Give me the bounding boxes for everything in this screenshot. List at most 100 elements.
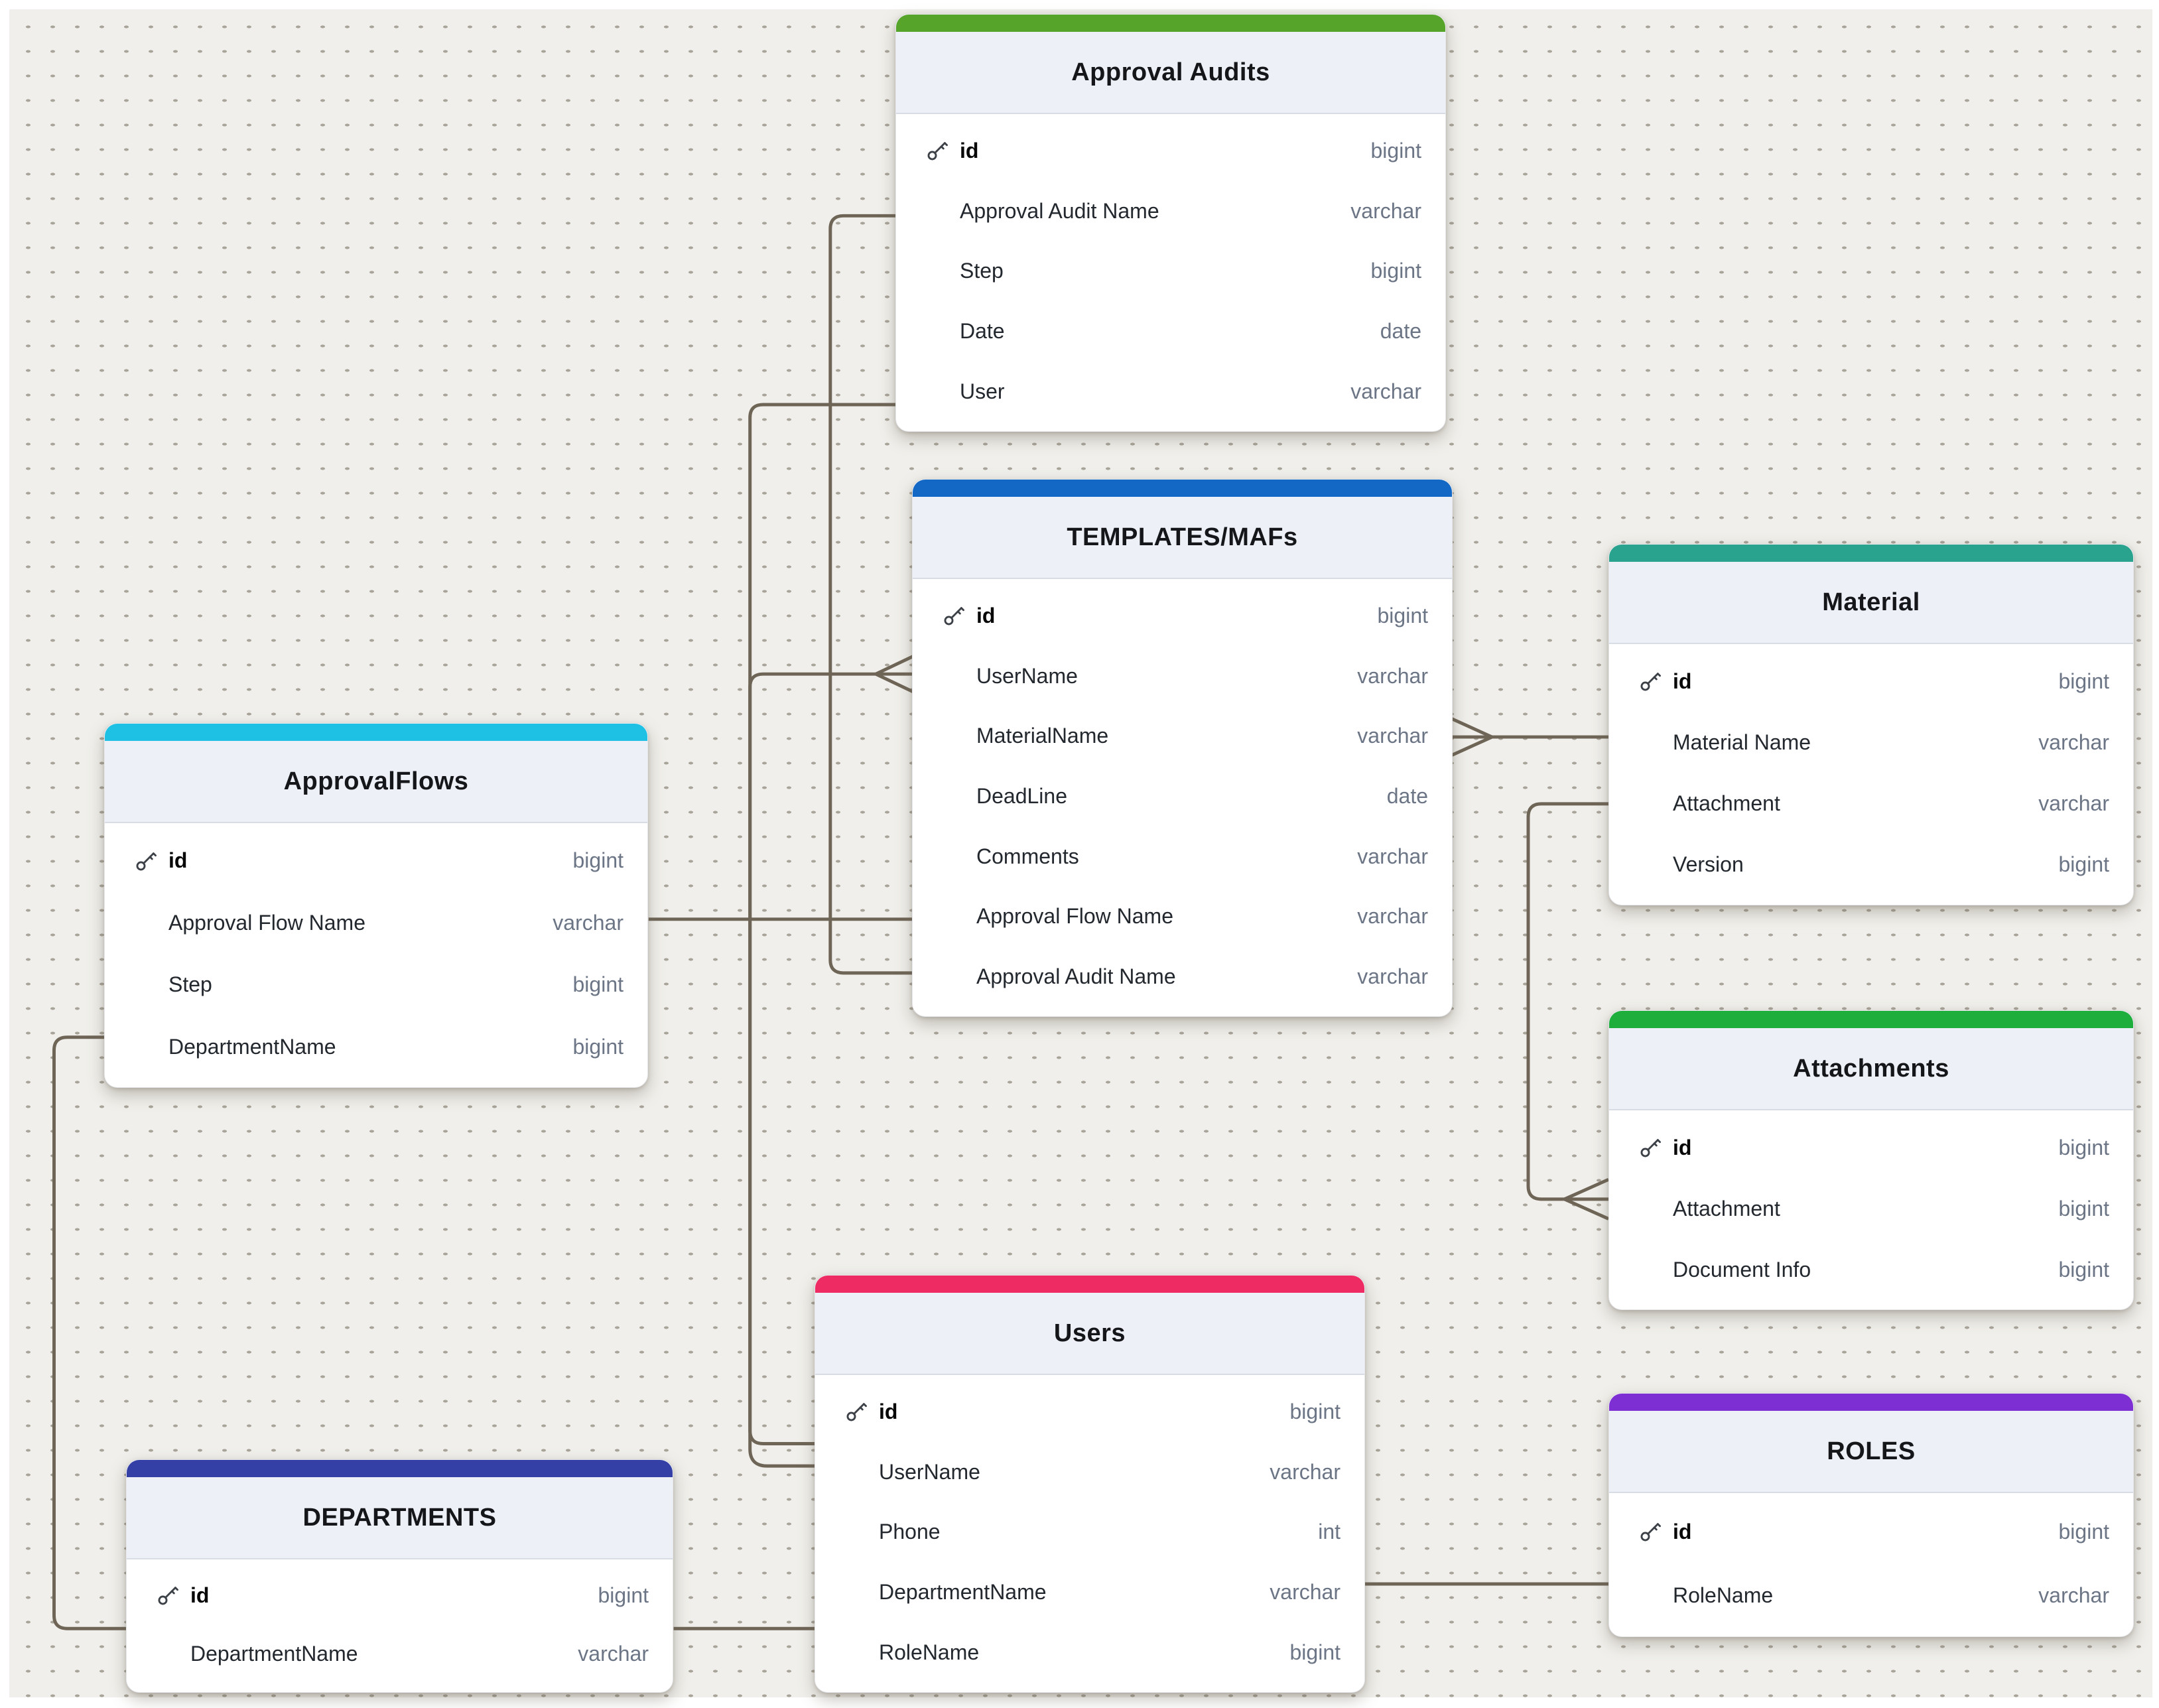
key-icon: [158, 1587, 178, 1605]
table-title-approval-audits: Approval Audits: [896, 32, 1445, 114]
field-name: Step: [168, 972, 212, 997]
relationship-line: [875, 653, 918, 676]
field-row-users-username[interactable]: UserName varchar: [815, 1442, 1364, 1502]
field-name: Attachment: [1673, 791, 1780, 816]
field-type: varchar: [1350, 379, 1421, 404]
relationship-approvalflows-departmentname--departments-departmentname[interactable]: [52, 1035, 139, 1630]
key-icon: [1640, 673, 1661, 691]
relationship-templates-materialname--material-material-name[interactable]: [1447, 716, 1610, 758]
relationship-line: [748, 672, 876, 1468]
relationship-line: [52, 1035, 139, 1630]
field-name: Material Name: [1673, 730, 1811, 754]
table-accent-bar: [1609, 1011, 2133, 1028]
field-name: RoleName: [879, 1640, 980, 1665]
field-row-templates-mafs-approval-flow-name[interactable]: Approval Flow Name varchar: [913, 887, 1452, 947]
field-type: varchar: [1357, 724, 1428, 748]
relationship-templates-username--users-username[interactable]: [748, 653, 918, 1468]
field-name: DepartmentName: [879, 1580, 1047, 1605]
field-name: RoleName: [1673, 1583, 1774, 1607]
field-type: varchar: [2038, 791, 2109, 816]
field-name: Approval Audit Name: [960, 198, 1159, 223]
table-accent-bar: [913, 480, 1452, 497]
relationship-line: [828, 214, 919, 975]
field-name: Attachment: [1673, 1196, 1780, 1220]
field-name: Approval Audit Name: [976, 964, 1176, 989]
relationship-material-attachment--attachments-attachment[interactable]: [1526, 802, 1610, 1220]
relationship-approval-audits-approval-audit-name--templates-approval-audit-name[interactable]: [828, 214, 919, 975]
field-row-users-departmentname[interactable]: DepartmentName varchar: [815, 1562, 1364, 1622]
field-type: bigint: [1370, 138, 1422, 163]
relationship-line: [1447, 716, 1493, 739]
field-name: id: [190, 1583, 210, 1607]
field-row-attachments-attachment[interactable]: Attachment bigint: [1609, 1178, 2133, 1239]
field-name: Phone: [879, 1520, 941, 1544]
key-icon: [136, 852, 157, 871]
field-type: bigint: [2058, 1257, 2110, 1281]
field-type: varchar: [1357, 663, 1428, 688]
field-name: Approval Flow Name: [976, 904, 1173, 929]
field-type: bigint: [2058, 852, 2110, 877]
field-name: UserName: [879, 1459, 980, 1484]
field-name: id: [976, 603, 996, 627]
field-row-material-material-name[interactable]: Material Name varchar: [1609, 712, 2133, 773]
field-row-material-attachment[interactable]: Attachment varchar: [1609, 773, 2133, 834]
field-type: varchar: [1357, 904, 1428, 929]
relationship-line: [1447, 735, 1493, 758]
field-type: varchar: [1357, 844, 1428, 868]
relationship-line: [1563, 1197, 1610, 1220]
field-type: bigint: [2058, 1196, 2110, 1220]
field-type: varchar: [2038, 730, 2109, 754]
table-title-departments: DEPARTMENTS: [127, 1477, 673, 1559]
relationship-line: [1563, 1177, 1610, 1201]
field-type: varchar: [553, 910, 623, 935]
field-type: varchar: [1270, 1580, 1341, 1605]
field-type: bigint: [2058, 669, 2110, 693]
field-type: varchar: [1270, 1459, 1341, 1484]
table-title-roles: ROLES: [1609, 1411, 2133, 1493]
table-accent-bar: [1609, 545, 2133, 562]
table-title-material: Material: [1609, 562, 2133, 644]
